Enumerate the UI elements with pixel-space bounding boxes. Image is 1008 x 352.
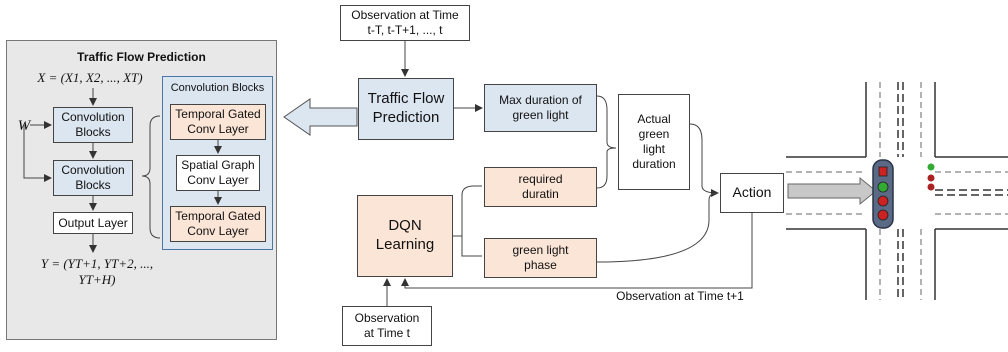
- required-duration-box: required duratin: [484, 167, 597, 207]
- convolution-blocks-1: Convolution Blocks: [53, 107, 133, 143]
- spatial-graph-conv-layer: Spatial Graph Conv Layer: [176, 155, 260, 191]
- panel-title: Traffic Flow Prediction: [77, 50, 206, 64]
- observation-next-label: Observation at Time t+1: [616, 289, 744, 303]
- temporal-gated-conv-layer-2: Temporal Gated Conv Layer: [170, 206, 266, 242]
- max-duration-box: Max duration of green light: [484, 84, 597, 132]
- y-equation: Y = (YT+1, YT+2, ..., YT+H): [40, 256, 154, 287]
- green-light-phase-box: green light phase: [484, 238, 597, 278]
- actual-green-duration-box: Actual green light duration: [618, 94, 690, 190]
- traffic-flow-prediction-box: Traffic Flow Prediction: [358, 78, 454, 140]
- observation-current-box: Observation at Time t: [342, 306, 432, 346]
- convolution-blocks-2: Convolution Blocks: [53, 160, 133, 196]
- dqn-learning-box: DQN Learning: [357, 195, 453, 277]
- observation-history-box: Observation at Time t-T, t-T+1, ..., t: [340, 5, 470, 41]
- output-layer: Output Layer: [53, 212, 133, 234]
- inner-title: Convolution Blocks: [170, 82, 265, 94]
- intersection-graphic: [786, 82, 1008, 300]
- action-box: Action: [720, 173, 784, 213]
- temporal-gated-conv-layer-1: Temporal Gated Conv Layer: [170, 104, 266, 140]
- x-equation: X = (X1, X2, ..., XT): [37, 70, 143, 85]
